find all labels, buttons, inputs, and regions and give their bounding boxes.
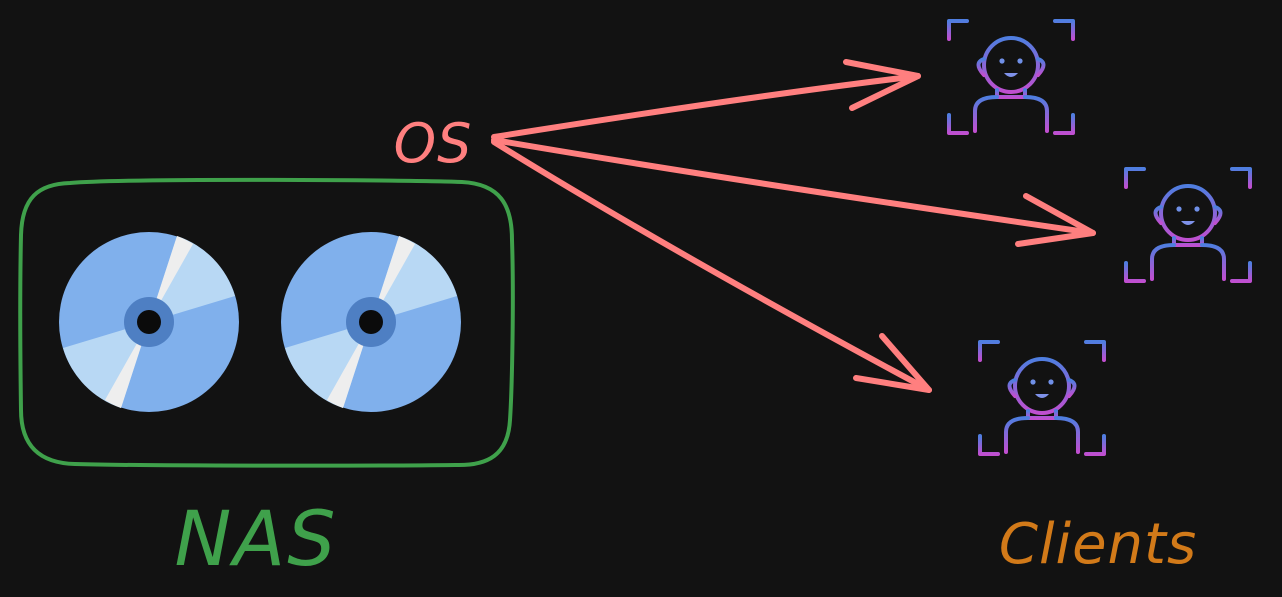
arrow-to-client-2 bbox=[491, 137, 1096, 236]
disc-icon bbox=[281, 232, 461, 412]
arrow-head-client-2 bbox=[1015, 193, 1096, 247]
user-avatar-icon bbox=[978, 340, 1106, 456]
nas-box bbox=[18, 177, 515, 468]
arrow-to-client-1 bbox=[491, 73, 921, 140]
arrow-to-client-3 bbox=[491, 139, 932, 393]
clients-label: Clients bbox=[999, 512, 1197, 577]
user-avatar-icon bbox=[1124, 167, 1252, 283]
arrow-head-client-3 bbox=[853, 333, 932, 393]
os-label: OS bbox=[394, 112, 473, 175]
user-avatar-icon bbox=[947, 19, 1075, 135]
disc-icon bbox=[59, 232, 239, 412]
arrow-head-client-1 bbox=[843, 59, 921, 111]
nas-label: NAS bbox=[174, 494, 337, 583]
